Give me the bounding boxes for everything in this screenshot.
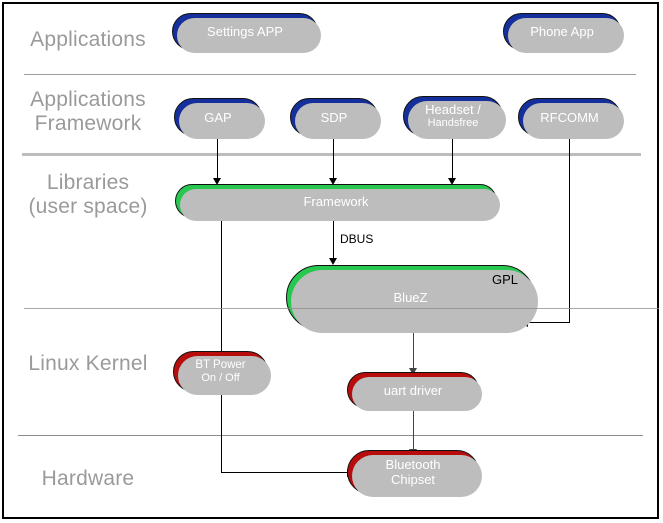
divider-libraries <box>24 308 659 309</box>
node-label-settings-app: Settings APP <box>207 24 283 39</box>
connector-framework-bluez <box>333 218 334 260</box>
connector-bluez-uart <box>413 330 414 370</box>
layer-label-libraries: Libraries (user space) <box>28 171 148 218</box>
arrowhead-gap-framework <box>213 178 221 185</box>
connector-headset-framework <box>452 136 453 180</box>
connector-framework-chipset-vertical <box>221 218 222 473</box>
node-settings-app[interactable]: Settings APP <box>172 13 321 53</box>
divider-linux-kernel <box>18 435 643 436</box>
node-phone-app[interactable]: Phone App <box>503 13 624 53</box>
layer-label-linux-kernel: Linux Kernel <box>28 352 148 375</box>
node-sublabel-bt-power: On / Off <box>201 371 240 384</box>
layer-label-hardware: Hardware <box>41 467 135 490</box>
node-bluetooth-chipset[interactable]: Bluetooth Chipset <box>347 450 482 497</box>
node-label-sdp: SDP <box>320 109 348 125</box>
node-label-bluez: BlueZ <box>393 290 428 305</box>
node-label-gap: GAP <box>204 109 232 125</box>
diagram-border <box>2 2 659 519</box>
connector-uart-chipset <box>413 408 414 451</box>
node-label-headset-handsfree: Headset / <box>425 102 481 117</box>
connector-rfcomm-bluez-horizontal <box>528 322 570 323</box>
node-label-rfcomm: RFCOMM <box>540 109 599 125</box>
divider-applications <box>24 74 636 75</box>
node-gap[interactable]: GAP <box>174 98 265 139</box>
node-label-phone-app: Phone App <box>530 24 594 39</box>
connector-rfcomm-bluez-vertical <box>569 136 570 323</box>
divider-applications-framework <box>22 153 641 156</box>
node-sublabel-bluetooth-chipset: Chipset <box>390 472 436 487</box>
node-bluez[interactable]: GPL BlueZ <box>286 265 538 333</box>
connector-framework-chipset-horizontal <box>221 472 349 473</box>
node-label-bluetooth-chipset: Bluetooth <box>385 457 441 472</box>
node-sublabel-headset-handsfree: Handsfree <box>427 117 479 129</box>
node-uart-driver[interactable]: uart driver <box>347 372 482 411</box>
layer-label-applications: Applications <box>30 28 146 51</box>
arrowhead-sdp-framework <box>329 178 337 185</box>
arrowhead-framework-bluez <box>329 258 337 265</box>
node-rfcomm[interactable]: RFCOMM <box>518 98 624 139</box>
connector-sdp-framework <box>333 136 334 180</box>
node-sdp[interactable]: SDP <box>290 98 381 139</box>
node-label-framework: Framework <box>303 193 369 209</box>
node-badge-gpl: GPL <box>491 272 518 287</box>
node-bt-power[interactable]: BT Power On / Off <box>173 351 271 395</box>
node-framework[interactable]: Framework <box>175 184 500 221</box>
arrowhead-headset-framework <box>448 178 456 185</box>
layer-label-applications-framework: Applications Framework <box>30 88 146 135</box>
node-headset-handsfree[interactable]: Headset / Handsfree <box>403 96 506 139</box>
edge-label-dbus: DBUS <box>340 232 374 246</box>
connector-gap-framework <box>217 136 218 180</box>
node-label-bt-power: BT Power <box>195 358 246 371</box>
node-label-uart-driver: uart driver <box>383 382 443 398</box>
